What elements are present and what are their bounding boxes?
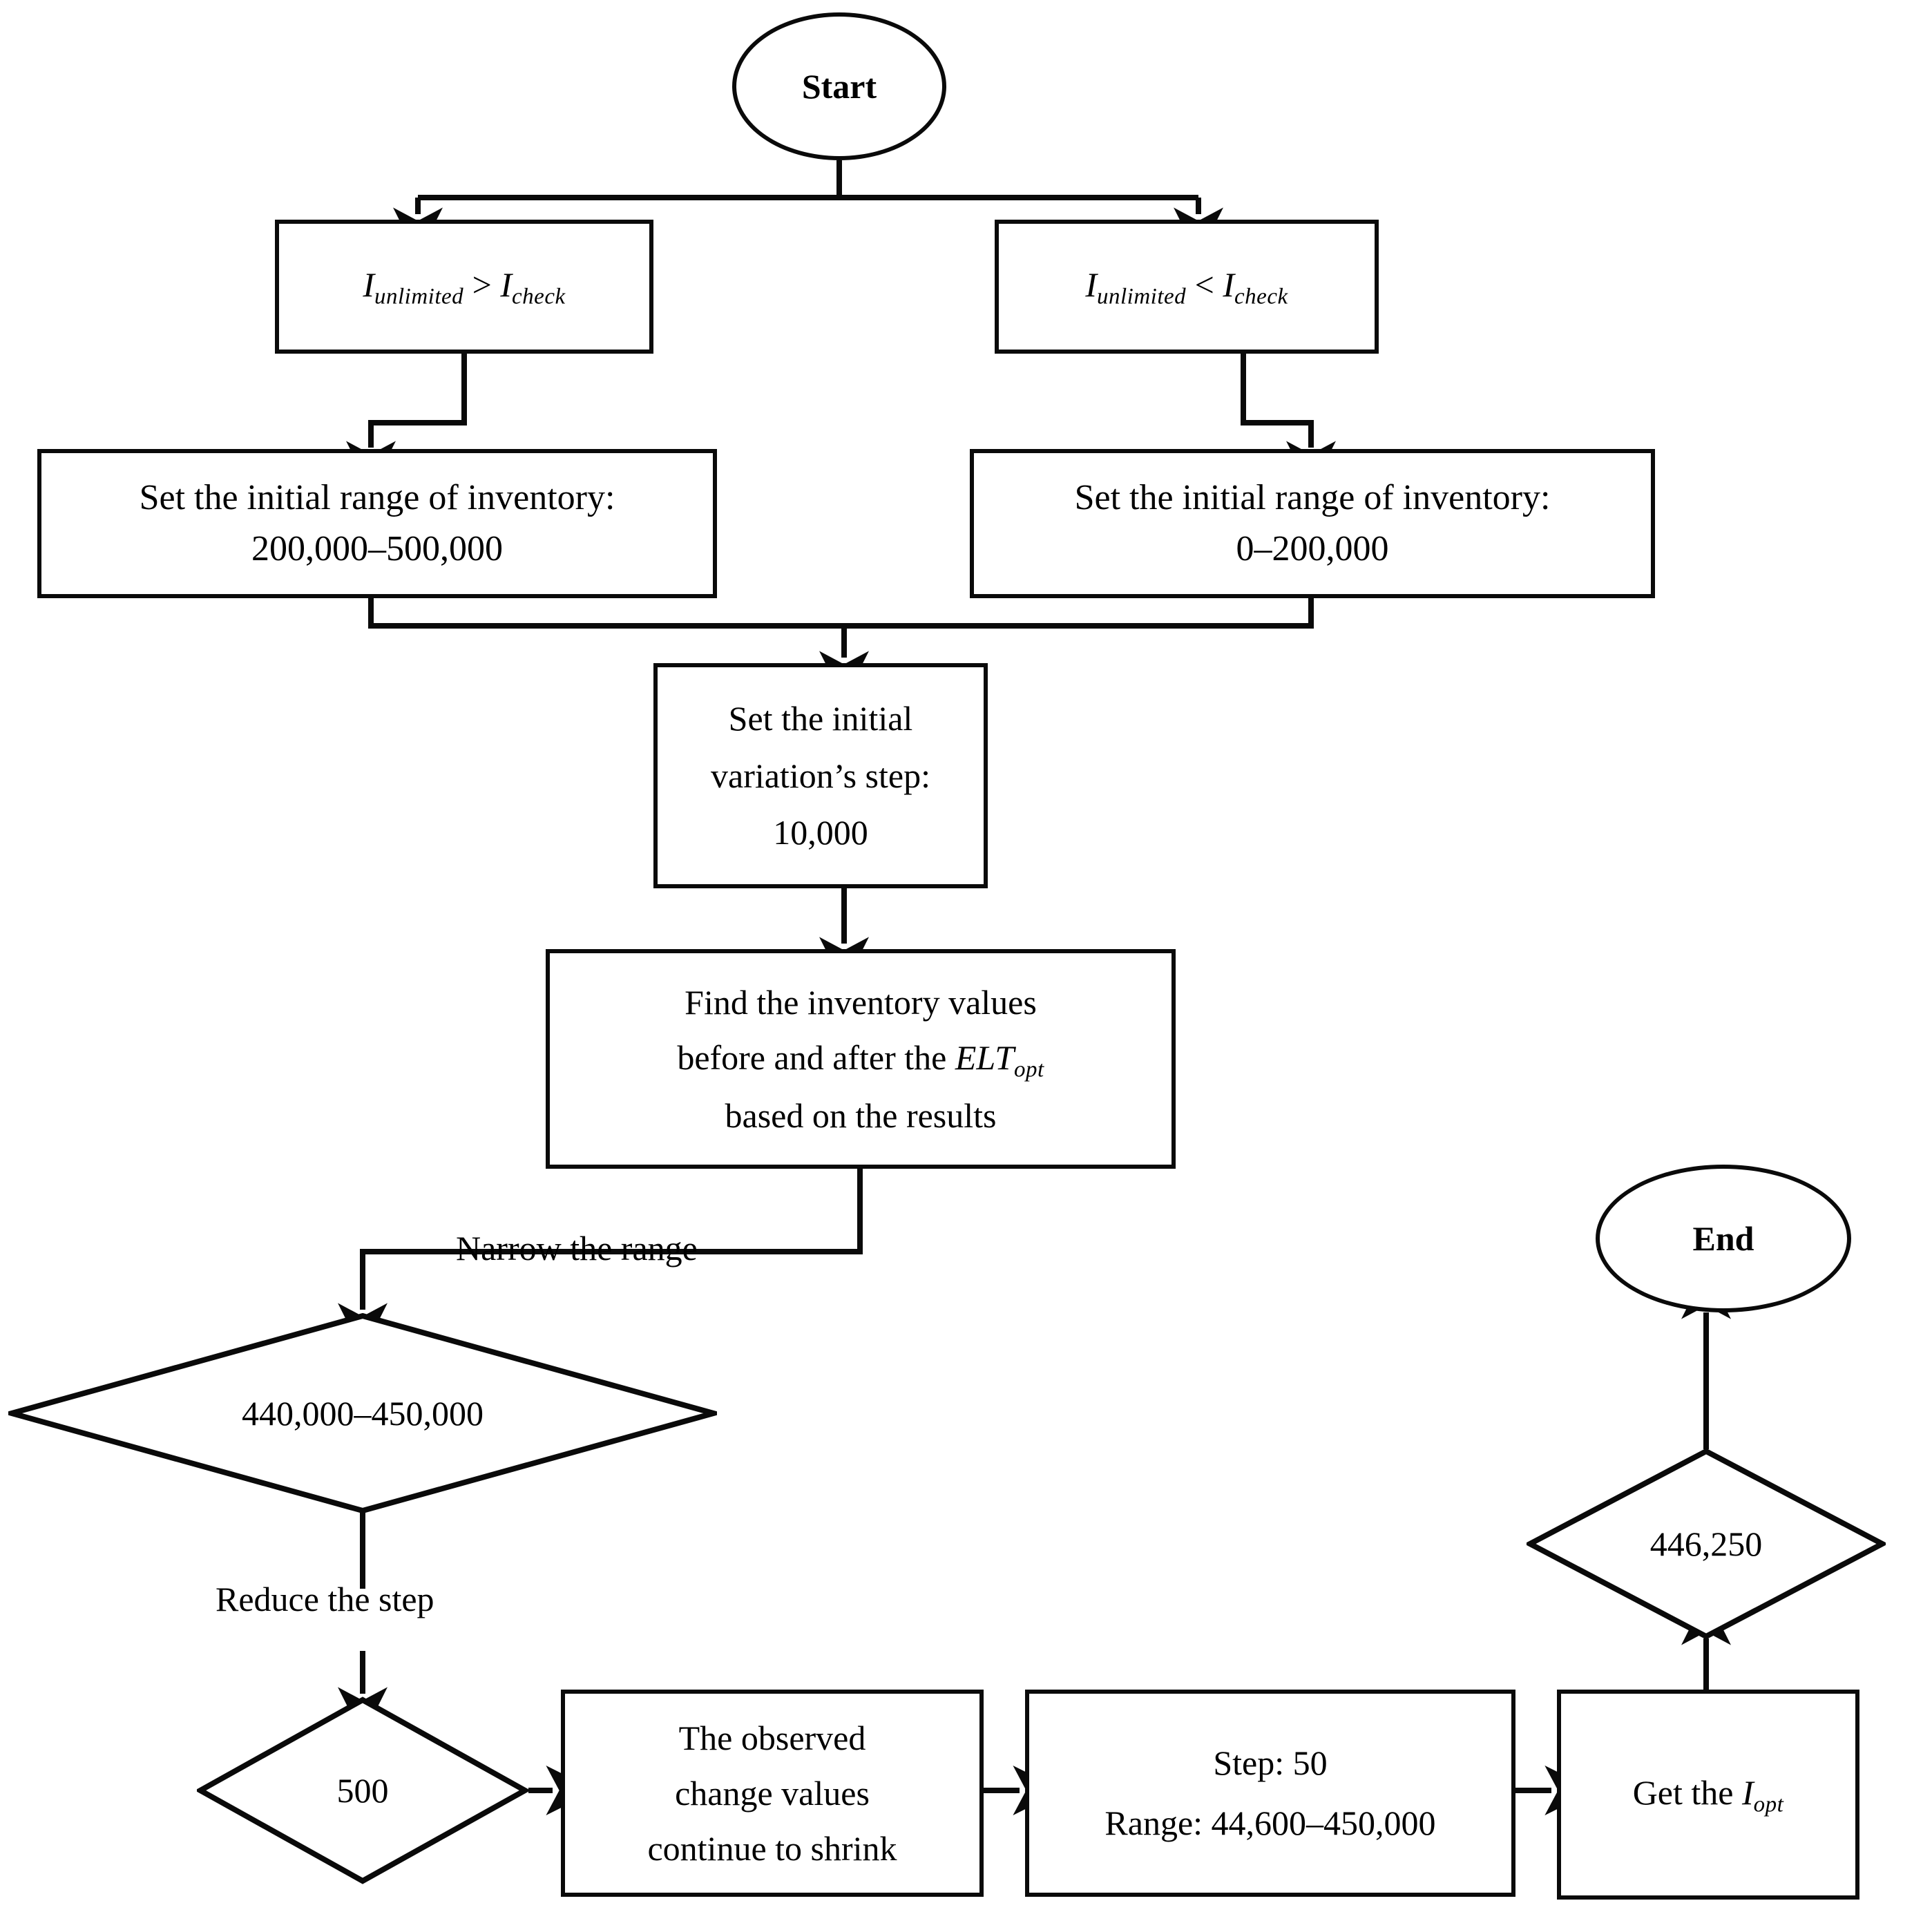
step-range-line1: Step: 50	[1213, 1743, 1328, 1782]
result-label: 446,250	[1649, 1524, 1763, 1563]
shrink-node: The observed change values continue to s…	[561, 1690, 984, 1897]
range-right-line1: Set the initial range of inventory:	[1074, 478, 1551, 518]
iopt-var: I	[1741, 1772, 1754, 1812]
start-node: Start	[732, 12, 946, 160]
condition-left-var-sub: unlimited	[374, 284, 464, 309]
range-left-line1: Set the initial range of inventory:	[139, 478, 615, 518]
reduce-the-step-label: Reduce the step	[216, 1580, 434, 1618]
condition-right-var2: I	[1223, 265, 1235, 304]
range-left-line2: 200,000–500,000	[251, 529, 503, 568]
condition-right-label: Iunlimited < Icheck	[1073, 260, 1300, 313]
range-narrow-shape	[1, 1312, 724, 1514]
step-small-node: 500	[194, 1696, 531, 1884]
get-iopt-label: Get the Iopt	[1620, 1768, 1797, 1821]
range-left-text: Set the initial range of inventory: 200,…	[127, 472, 628, 575]
range-right-text: Set the initial range of inventory: 0–20…	[1062, 472, 1563, 575]
condition-left-var2: I	[500, 265, 513, 304]
shrink-line3: continue to shrink	[647, 1829, 897, 1868]
shrink-line2: change values	[675, 1774, 870, 1813]
get-iopt-pre: Get the	[1632, 1772, 1734, 1812]
range-narrow-node: 440,000–450,000	[1, 1312, 724, 1514]
condition-left-var2-sub: check	[512, 284, 566, 309]
step-range-node: Step: 50 Range: 44,600–450,000	[1025, 1690, 1515, 1897]
get-iopt-node: Get the Iopt	[1557, 1690, 1859, 1900]
range-narrow-label: 440,000–450,000	[242, 1394, 484, 1433]
end-label: End	[1692, 1218, 1754, 1258]
shrink-line1: The observed	[678, 1719, 866, 1757]
condition-right-operator: <	[1194, 265, 1214, 304]
condition-left-label: Iunlimited > Icheck	[350, 260, 577, 313]
condition-right-var-sub: unlimited	[1097, 284, 1187, 309]
range-right-line2: 0–200,000	[1236, 529, 1389, 568]
initial-step-line2: variation’s step:	[711, 756, 930, 795]
find-values-line3: based on the results	[725, 1096, 997, 1136]
step-small-shape	[194, 1696, 531, 1884]
range-left-node: Set the initial range of inventory: 200,…	[37, 449, 717, 598]
find-values-node: Find the inventory values before and aft…	[546, 949, 1176, 1169]
initial-step-line3: 10,000	[773, 813, 868, 852]
initial-step-node: Set the initial variation’s step: 10,000	[653, 663, 988, 888]
iopt-var-sub: opt	[1753, 1792, 1784, 1817]
elt-opt-var-sub: opt	[1014, 1057, 1044, 1082]
result-shape	[1524, 1448, 1888, 1640]
find-values-line1: Find the inventory values	[685, 982, 1037, 1022]
step-range-text: Step: 50 Range: 44,600–450,000	[1092, 1733, 1448, 1854]
condition-left-var: I	[363, 265, 375, 304]
condition-left-operator: >	[472, 265, 492, 304]
initial-step-line1: Set the initial	[728, 699, 913, 738]
step-small-label: 500	[336, 1771, 389, 1810]
condition-right-var2-sub: check	[1234, 284, 1288, 309]
find-values-line2: before and after the ELTopt	[677, 1030, 1044, 1088]
condition-right-var: I	[1085, 265, 1098, 304]
end-node: End	[1596, 1165, 1851, 1312]
shrink-text: The observed change values continue to s…	[635, 1710, 909, 1876]
range-right-node: Set the initial range of inventory: 0–20…	[970, 449, 1655, 598]
result-node: 446,250	[1524, 1448, 1888, 1640]
find-values-text: Find the inventory values before and aft…	[664, 975, 1056, 1143]
elt-opt-var: ELT	[955, 1038, 1015, 1077]
find-values-line2-pre: before and after the	[677, 1038, 947, 1077]
initial-step-text: Set the initial variation’s step: 10,000	[698, 690, 943, 861]
step-range-line2: Range: 44,600–450,000	[1104, 1804, 1436, 1842]
condition-left-node: Iunlimited > Icheck	[275, 220, 653, 354]
condition-right-node: Iunlimited < Icheck	[995, 220, 1379, 354]
narrow-the-range-label: Narrow the range	[456, 1229, 698, 1268]
start-label: Start	[801, 66, 877, 106]
